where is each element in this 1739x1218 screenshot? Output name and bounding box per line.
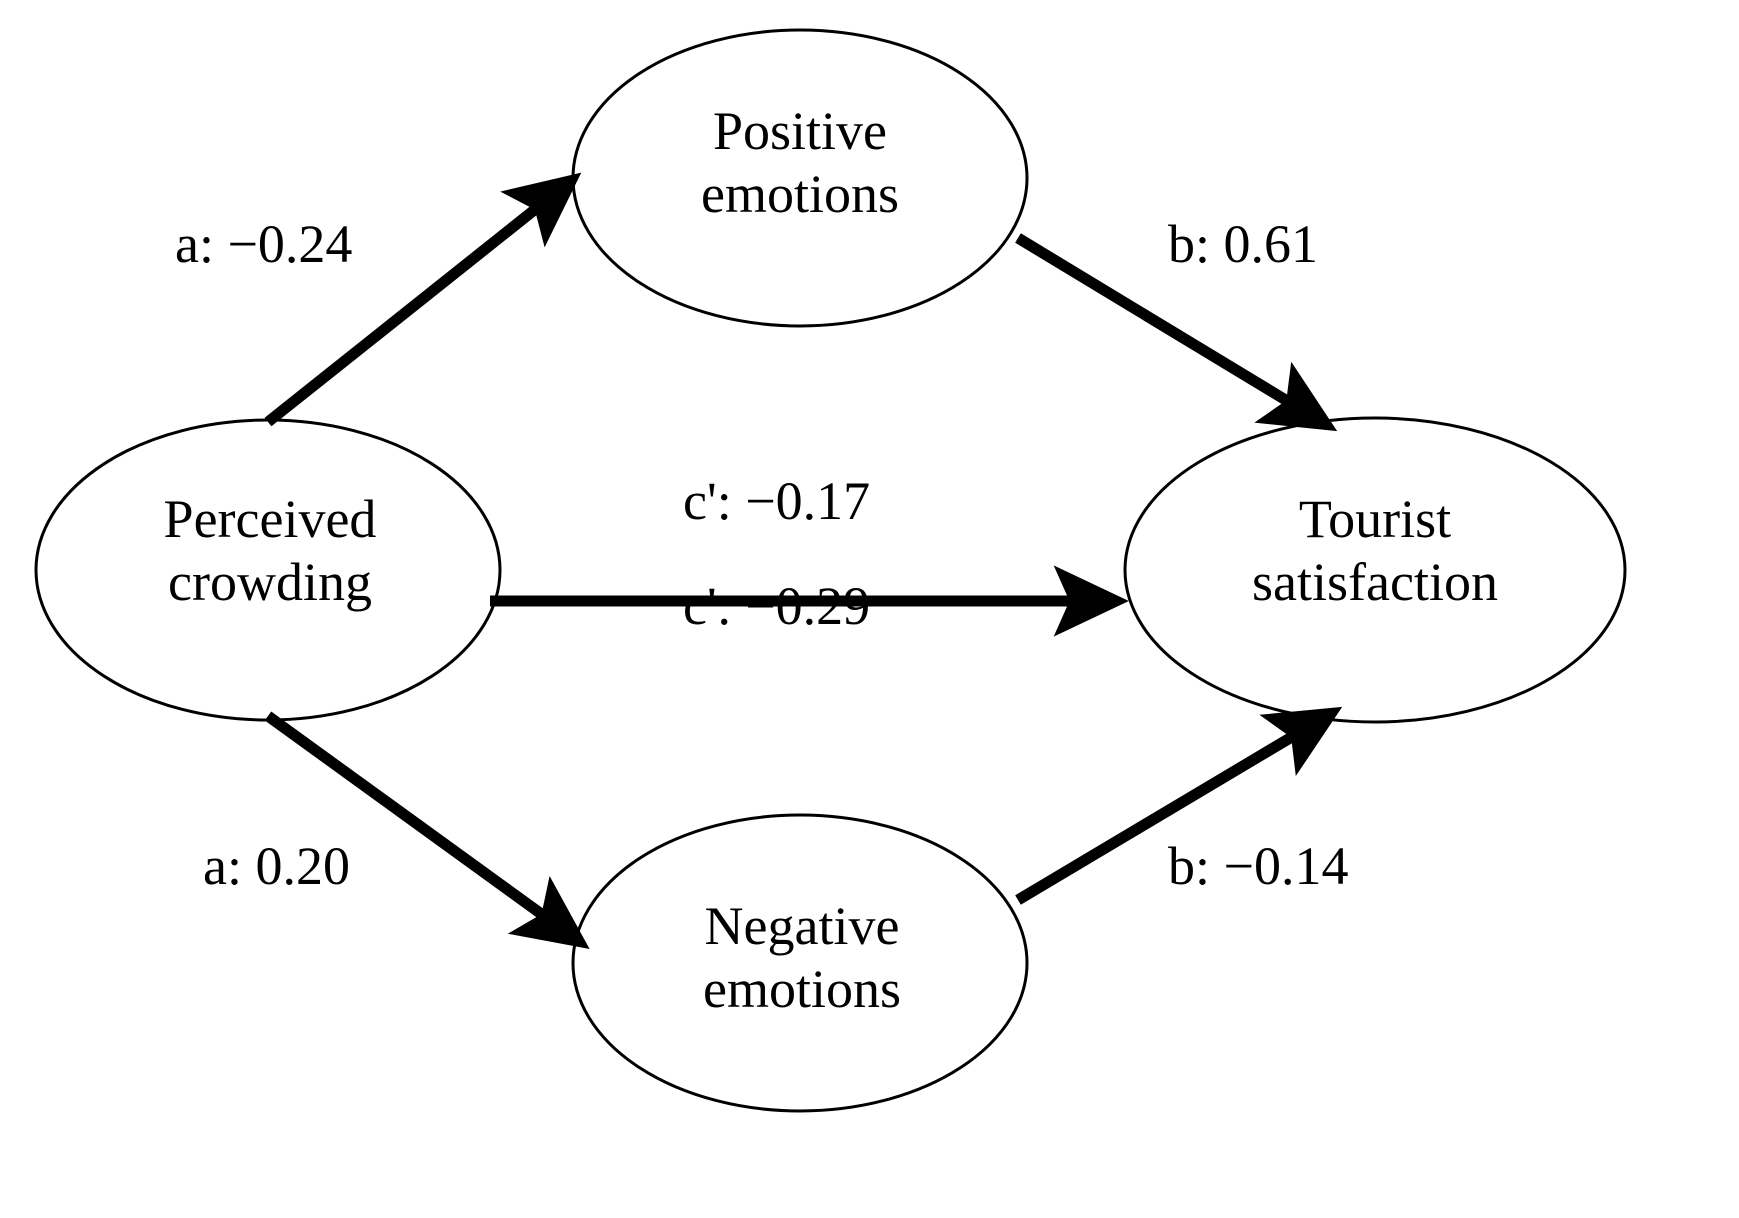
node-tourist-satisfaction[interactable] <box>1123 416 1627 724</box>
edge-label-a-positive: a: −0.24 <box>175 214 353 274</box>
edge-label-b-negative: b: −0.14 <box>1168 836 1349 896</box>
edge-arrow-a-negative[interactable] <box>264 711 590 949</box>
node-negative-emotions[interactable] <box>571 813 1029 1113</box>
edge-arrow-a-positive[interactable] <box>264 172 582 427</box>
node-positive-emotions[interactable] <box>571 28 1029 328</box>
edge-label-c-direct-upper: c': −0.17 <box>683 471 871 531</box>
node-perceived-crowding[interactable] <box>34 418 502 722</box>
edge-arrow-b-positive[interactable] <box>1015 233 1338 432</box>
edge-arrow-b-negative[interactable] <box>1015 706 1343 905</box>
edge-label-b-positive: b: 0.61 <box>1168 214 1319 274</box>
edge-label-a-negative: a: 0.20 <box>203 836 350 896</box>
edge-label-c-direct-lower: c': −0.29 <box>683 576 871 636</box>
